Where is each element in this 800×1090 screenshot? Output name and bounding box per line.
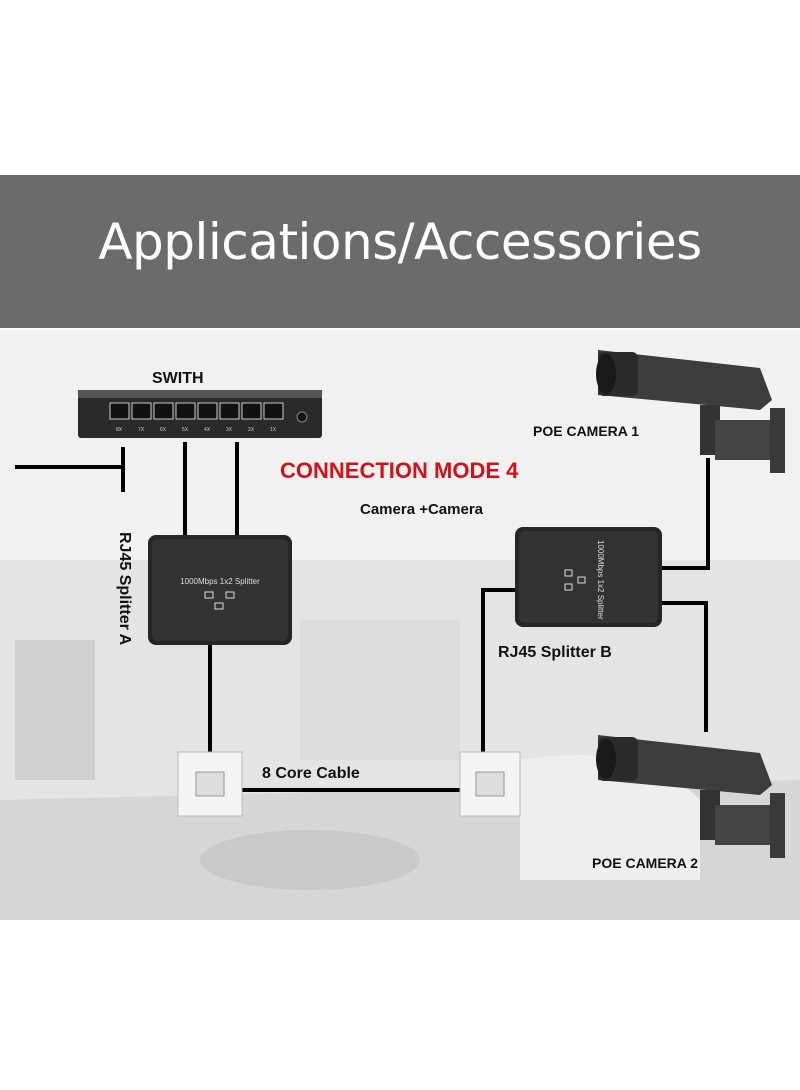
switch-port bbox=[197, 402, 218, 420]
jack-to-splitter-b-cable bbox=[481, 588, 517, 752]
dc-power-jack bbox=[296, 411, 308, 423]
switch-port bbox=[131, 402, 152, 420]
splitter-b: 1000Mbps 1x2 Splitter bbox=[515, 527, 662, 627]
switch-port-label: 4X bbox=[204, 427, 211, 433]
cable-label: 8 Core Cable bbox=[262, 765, 360, 782]
splitter-b-to-camera1-cable bbox=[660, 458, 710, 570]
splitter-a: 1000Mbps 1x2 Splitter bbox=[148, 535, 292, 645]
switch-port-label: 3X bbox=[226, 427, 233, 433]
mode-title: CONNECTION MODE 4 bbox=[280, 458, 519, 483]
switch-port bbox=[175, 402, 196, 420]
poe-camera-1 bbox=[596, 350, 785, 473]
camera1-label: POE CAMERA 1 bbox=[533, 423, 639, 439]
switch-port bbox=[153, 402, 174, 420]
network-switch: 8X 7X 6X 5X 4X 3X 2X 1X bbox=[78, 390, 322, 438]
banner-title: Applications/Accessories bbox=[98, 213, 702, 271]
splitter-a-text: 1000Mbps 1x2 Splitter bbox=[180, 577, 260, 586]
wall-jack-a bbox=[177, 751, 243, 817]
switch-port bbox=[241, 402, 262, 420]
switch-port-label: 5X bbox=[182, 427, 189, 433]
title-banner: Applications/Accessories bbox=[0, 175, 800, 328]
splitter-b-text: 1000Mbps 1x2 Splitter bbox=[596, 540, 605, 620]
switch-port bbox=[109, 402, 130, 420]
camera2-label: POE CAMERA 2 bbox=[592, 855, 698, 871]
wall-jack-b bbox=[459, 751, 521, 817]
poe-camera-2 bbox=[596, 735, 785, 858]
splitter-a-label: RJ45 Splitter A bbox=[116, 532, 133, 646]
network-icon bbox=[204, 591, 235, 610]
switch-port-label: 2X bbox=[248, 427, 255, 433]
switch-port bbox=[219, 402, 240, 420]
switch-port-label: 7X bbox=[138, 427, 145, 433]
switch-port bbox=[263, 402, 284, 420]
mode-subtitle: Camera +Camera bbox=[360, 501, 484, 518]
switch-port-label: 1X bbox=[270, 427, 277, 433]
cables bbox=[15, 442, 710, 792]
splitter-b-label: RJ45 Splitter B bbox=[498, 644, 612, 661]
switch-label: SWITH bbox=[152, 370, 204, 387]
splitter-b-to-camera2-cable bbox=[660, 601, 708, 732]
switch-port-label: 6X bbox=[160, 427, 167, 433]
switch-port-label: 8X bbox=[116, 427, 123, 433]
network-icon bbox=[564, 569, 586, 591]
